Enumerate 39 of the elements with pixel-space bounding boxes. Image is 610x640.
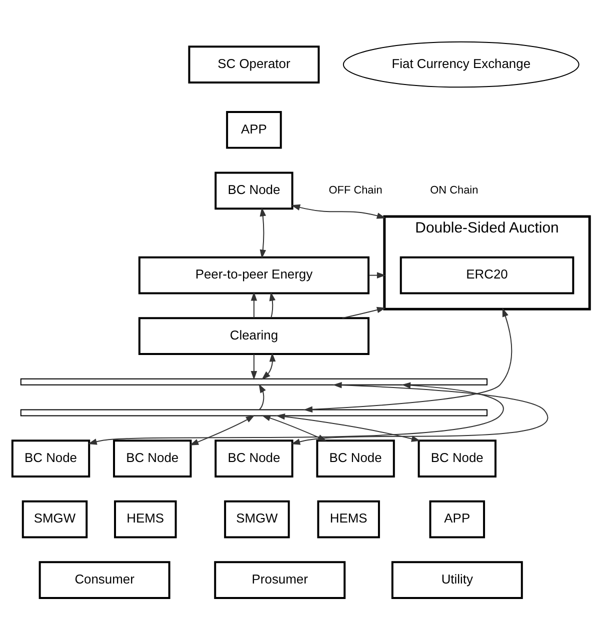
- node-box: Clearing: [138, 317, 370, 355]
- node-box: BC Node: [11, 440, 90, 478]
- arrow: [368, 272, 386, 278]
- node-box: BC Node: [214, 440, 294, 478]
- arrow: [250, 354, 258, 380]
- arrow: [262, 415, 327, 442]
- node-box: APP: [226, 110, 282, 149]
- arrow: [291, 382, 548, 445]
- node-box: Prosumer: [214, 561, 346, 599]
- node-box: APP: [429, 500, 486, 538]
- node-box: BC Node: [113, 440, 192, 478]
- arrow: [304, 308, 512, 413]
- label: OFF Chain: [328, 184, 382, 196]
- arrow: [88, 382, 504, 445]
- node-box: ERC20: [400, 256, 574, 294]
- node-ellipse: Fiat Currency Exchange: [342, 41, 580, 88]
- node-box: HEMS: [317, 500, 380, 538]
- arrow: [190, 415, 255, 446]
- node-box: BC Node: [316, 440, 395, 478]
- arrow: [250, 292, 258, 318]
- arrow: [291, 204, 386, 219]
- label: ON Chain: [430, 184, 478, 196]
- arrow: [262, 352, 276, 380]
- node-box: Consumer: [38, 561, 170, 599]
- node-box: BC Node: [214, 172, 294, 210]
- node-box: BC Node: [418, 440, 496, 478]
- node-box: Peer-to-peer Energy: [138, 256, 370, 294]
- node-bar: [20, 409, 488, 416]
- node-box: SC Operator: [188, 46, 320, 84]
- arrow: [276, 414, 420, 442]
- arrow: [260, 207, 266, 259]
- node-bar: [20, 378, 488, 386]
- node-box: SMGW: [22, 500, 88, 538]
- arrow: [269, 292, 276, 318]
- arrow: [258, 384, 266, 410]
- node-box: HEMS: [114, 500, 177, 538]
- node-box: SMGW: [224, 500, 290, 538]
- node-box: Utility: [391, 561, 523, 599]
- arrow: [342, 306, 386, 319]
